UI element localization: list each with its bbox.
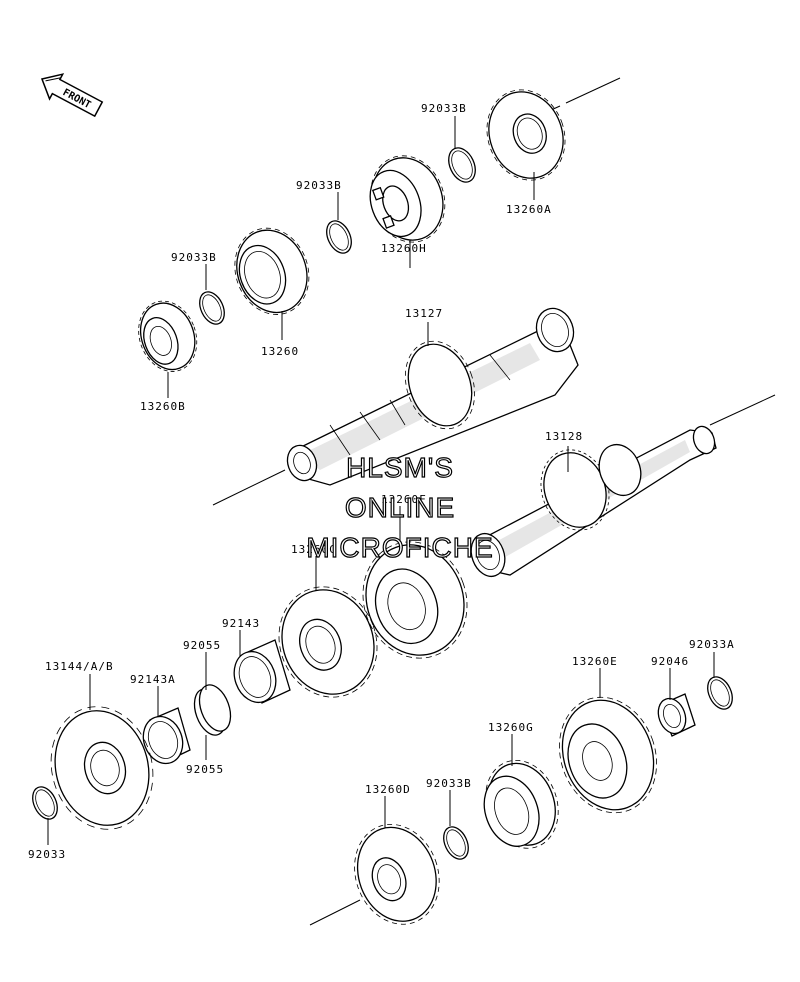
lower-axis-lines <box>309 394 776 926</box>
circlip-92033 <box>32 786 58 820</box>
label-92033b-4: 92033B <box>426 777 472 790</box>
watermark-line-3: MICROFICHE <box>306 532 493 563</box>
gear-13260 <box>234 227 310 315</box>
circlip-92033b-4 <box>443 826 469 860</box>
label-13260a: 13260A <box>506 203 552 216</box>
label-92055-bot: 92055 <box>186 763 224 776</box>
shaft-13127 <box>286 307 579 486</box>
label-13128: 13128 <box>545 430 583 443</box>
label-92046: 92046 <box>651 655 689 668</box>
label-92033: 92033 <box>28 848 66 861</box>
gear-13260f <box>362 541 468 659</box>
label-92143: 92143 <box>222 617 260 630</box>
collar-92143a <box>142 707 191 765</box>
label-13127: 13127 <box>405 307 443 320</box>
label-13260: 13260 <box>261 345 299 358</box>
gear-13260d <box>354 823 440 925</box>
label-92033b-2: 92033B <box>296 179 342 192</box>
circlip-92033b-top <box>448 147 476 183</box>
part-labels: 13260A 92033B 13260H 92033B 13260 92033B… <box>28 102 735 861</box>
label-13260c: 13260C <box>291 543 337 556</box>
label-92033b-3: 92033B <box>171 251 217 264</box>
label-13260h: 13260H <box>381 242 427 255</box>
circlip-92033b-2 <box>326 220 352 254</box>
watermark: HLSM'S ONLINE MICROFICHE <box>306 451 494 563</box>
gear-13260c <box>278 586 378 698</box>
circlip-92033b-3 <box>199 291 225 325</box>
collar-92143 <box>233 639 291 704</box>
sprocket-13144 <box>50 706 154 830</box>
label-13260d: 13260D <box>365 783 411 796</box>
label-92033b-top: 92033B <box>421 102 467 115</box>
label-13260e: 13260E <box>572 655 618 668</box>
gear-13260h <box>369 155 446 243</box>
label-13260f: 13260F <box>381 493 427 506</box>
oring-92055 <box>193 684 232 736</box>
label-92055-top: 92055 <box>183 639 221 652</box>
gear-13260e <box>559 696 657 814</box>
label-92143a: 92143A <box>130 673 176 686</box>
watermark-line-1: HLSM'S <box>346 452 454 483</box>
bearing-92046 <box>657 693 696 737</box>
label-13260g: 13260G <box>488 721 534 734</box>
label-13144: 13144/A/B <box>45 660 114 673</box>
label-13260b: 13260B <box>140 400 186 413</box>
front-arrow-icon: FRONT <box>40 73 104 118</box>
shaft-13128 <box>470 425 717 578</box>
circlip-92033a <box>707 676 733 710</box>
leader-lines <box>47 116 715 845</box>
watermark-line-2: ONLINE <box>345 492 455 523</box>
gear-13260g <box>483 759 559 849</box>
gear-13260b <box>138 300 198 372</box>
label-92033a: 92033A <box>689 638 735 651</box>
gear-13260a <box>486 89 566 181</box>
